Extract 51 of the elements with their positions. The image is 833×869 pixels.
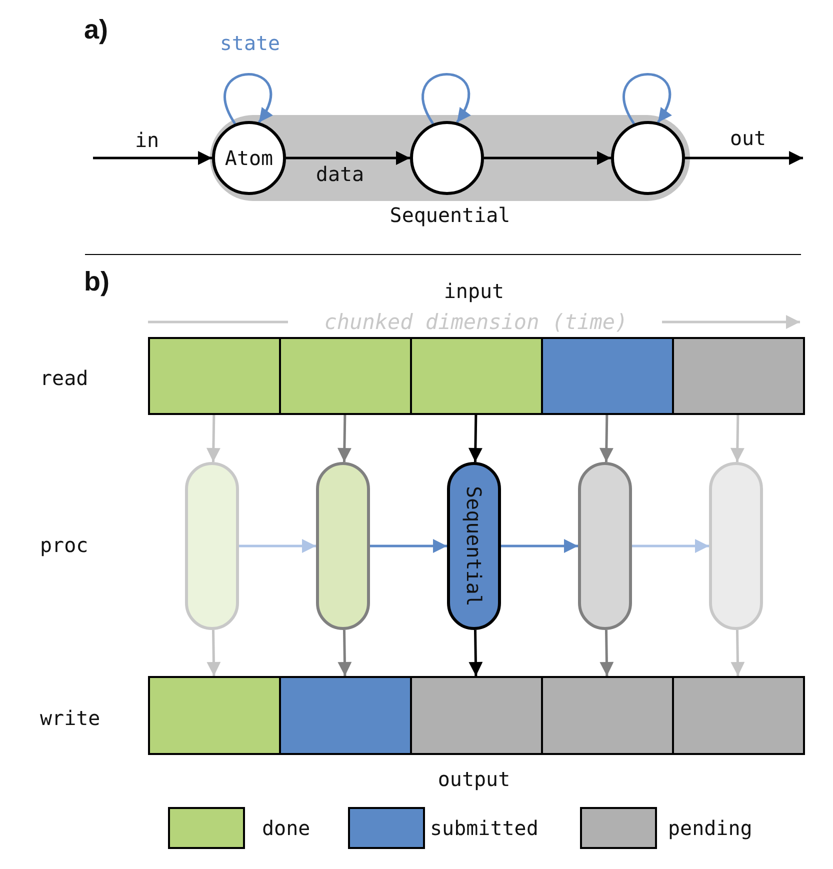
panel-label: a) — [84, 14, 108, 46]
row-label: read — [40, 366, 88, 390]
loop-arrow — [224, 73, 272, 124]
arrow — [286, 151, 410, 165]
row-label: write — [40, 706, 100, 730]
arrow — [239, 539, 316, 553]
legend-label: submitted — [430, 816, 538, 840]
process-capsule — [316, 462, 370, 630]
legend-label: done — [262, 816, 310, 840]
arrow — [93, 151, 212, 165]
legend-label: pending — [668, 816, 752, 840]
arrow — [599, 414, 614, 462]
arrow — [468, 414, 482, 462]
arrow — [685, 151, 803, 165]
read-chunk — [410, 337, 543, 415]
arrow — [632, 539, 709, 553]
process-capsule — [185, 462, 239, 630]
read-chunk — [672, 337, 805, 415]
process-capsule — [709, 462, 763, 630]
arrow — [468, 630, 483, 676]
output-label: output — [438, 767, 510, 791]
write-chunk — [672, 676, 805, 755]
process-capsule: Sequential — [447, 462, 501, 630]
arrow — [730, 630, 745, 676]
read-chunk — [279, 337, 412, 415]
arrow — [370, 539, 447, 553]
write-chunk — [279, 676, 412, 755]
edge-label: out — [730, 126, 766, 150]
band-title: Sequential — [388, 203, 512, 227]
edge-label: data — [316, 162, 364, 186]
panel-label: b) — [84, 266, 110, 298]
loop-arrow — [622, 73, 672, 124]
arrow — [337, 414, 352, 462]
process-capsule — [578, 462, 632, 630]
arrow — [206, 414, 220, 462]
arrow — [501, 539, 578, 553]
read-chunk — [541, 337, 674, 415]
arrow — [338, 630, 352, 676]
read-chunk — [148, 337, 281, 415]
arrow — [206, 630, 221, 676]
row-label: proc — [40, 533, 88, 557]
arrow — [484, 151, 611, 165]
write-chunk — [148, 676, 281, 755]
arrow — [600, 630, 614, 676]
write-chunk — [541, 676, 674, 755]
input-label: input — [444, 279, 504, 303]
write-chunk — [410, 676, 543, 755]
edge-label: in — [134, 128, 160, 152]
edge-label: state — [220, 31, 280, 55]
arrow — [730, 414, 744, 462]
loop-arrow — [422, 73, 470, 124]
